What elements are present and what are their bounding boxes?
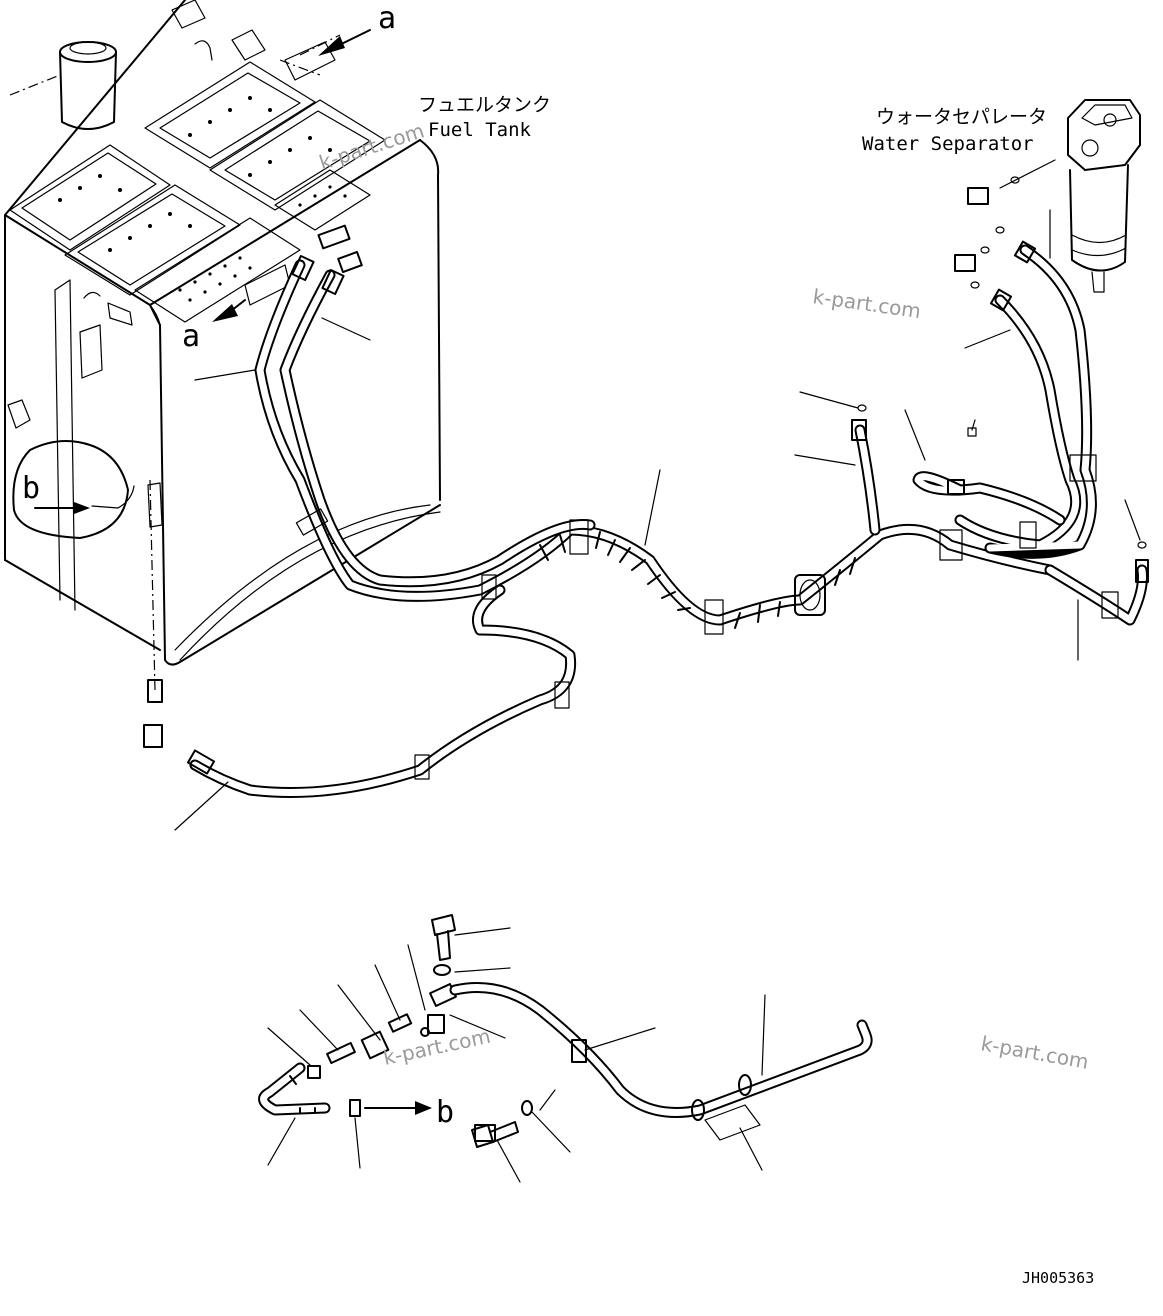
ref-arrow-a-top: a <box>284 1 396 81</box>
svg-text:フュエルタンク: フュエルタンク <box>418 94 551 116</box>
leader-lines <box>174 159 1141 831</box>
fuel-hose-bundle <box>143 176 1149 798</box>
svg-text:a: a <box>378 1 396 36</box>
detail-b-assembly: b <box>258 914 873 1183</box>
svg-text:b: b <box>22 471 40 506</box>
drawing-number: JH005363 <box>1022 1269 1094 1287</box>
detail-bubble-b: b <box>12 440 135 539</box>
svg-text:Water Separator: Water Separator <box>862 133 1034 155</box>
watermark: k-part.com <box>979 1031 1090 1074</box>
water-separator <box>1067 99 1141 293</box>
watermark: k-part.com <box>381 1024 493 1070</box>
svg-text:ウォータセパレータ: ウォータセパレータ <box>876 106 1047 128</box>
watermark: k-part.com <box>811 284 922 323</box>
inline-filter <box>794 574 826 616</box>
filler-cap <box>59 41 117 130</box>
label-water-separator: ウォータセパレータ Water Separator <box>862 106 1047 155</box>
ref-arrow-a-bottom: a <box>182 264 291 354</box>
svg-text:a: a <box>182 319 200 354</box>
svg-text:Fuel Tank: Fuel Tank <box>428 119 532 141</box>
label-fuel-tank: フュエルタンク Fuel Tank <box>418 94 551 141</box>
fuel-tank <box>4 0 441 691</box>
svg-text:b: b <box>436 1095 454 1130</box>
